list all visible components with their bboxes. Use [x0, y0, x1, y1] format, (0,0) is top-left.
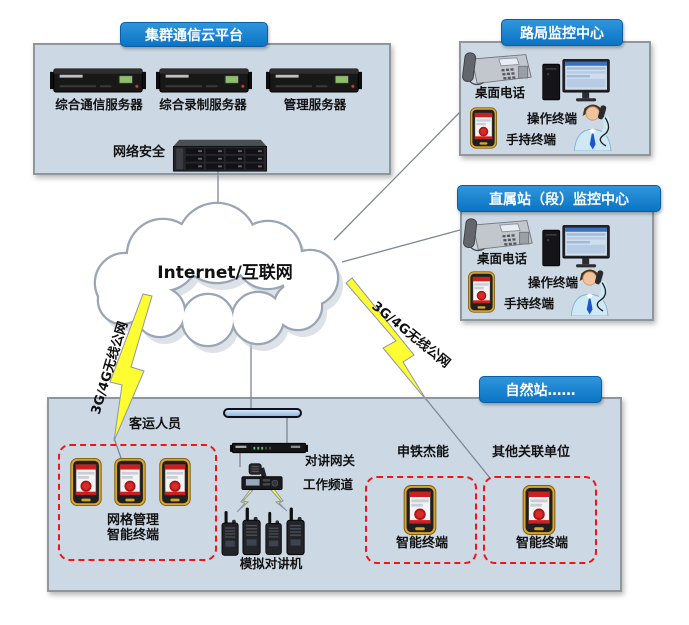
shentie-label: 申铁杰能 [396, 445, 449, 460]
analog-intercom-label: 模拟对讲机 [239, 556, 303, 571]
base-radio-icon [241, 463, 283, 492]
working-channel-label: 工作频道 [302, 477, 353, 492]
wireless-link-right-label: 3G/4G无线公网 [368, 298, 453, 372]
walkie-talkie-icon [221, 511, 240, 557]
intercom-gateway-label: 对讲网关 [304, 453, 355, 468]
bureau-handheld-terminal-icon [470, 107, 497, 149]
station-desk-phone-icon [462, 216, 534, 254]
grid-smart-terminal-icon [114, 458, 146, 506]
natural-station-header: 自然站…… [479, 376, 602, 403]
grid-smart-terminal-icon [159, 458, 191, 506]
grid-terminal-caption-line1: 网格管理 [106, 513, 159, 528]
bureau-desk-phone-label: 桌面电话 [474, 85, 525, 100]
other-units-terminal-dashed-group [483, 476, 597, 564]
station-handheld-terminal-icon [468, 271, 495, 313]
shentie-terminal-dashed-group [365, 476, 477, 564]
bureau-monitoring-header: 路局监控中心 [501, 19, 623, 46]
recording-server-label: 综合录制服务器 [159, 97, 247, 112]
grid-smart-terminal-icon [70, 458, 102, 506]
grid-terminal-caption-line2: 智能终端 [106, 527, 159, 543]
management-server-icon [266, 66, 362, 95]
grid-terminal-dashed-group [58, 444, 217, 561]
walkie-talkie-icon [242, 507, 262, 557]
cluster-cloud-platform-header: 集群通信云平台 [120, 22, 268, 47]
intercom-gateway-icon [230, 441, 308, 455]
station-section-monitoring-header: 直属站（段）监控中心 [457, 185, 661, 212]
other-units-smart-terminal-icon [522, 485, 556, 535]
grid-terminal-caption: 网格管理 智能终端 [73, 513, 193, 544]
station-operator-person-icon [562, 266, 614, 316]
comm-server-icon [50, 66, 146, 95]
network-security-label: 网络安全 [112, 145, 165, 160]
bureau-desk-phone-icon [461, 50, 533, 88]
security-appliance-icon [172, 135, 268, 173]
management-server-label: 管理服务器 [283, 97, 347, 112]
station-workstation-icon [538, 224, 614, 272]
station-desk-phone-label: 桌面电话 [476, 251, 527, 266]
other-units-terminal-label: 智能终端 [515, 536, 568, 551]
bureau-handheld-terminal-label: 手持终端 [505, 132, 556, 147]
other-units-label: 其他关联单位 [491, 445, 570, 460]
station-handheld-terminal-label: 手持终端 [503, 296, 554, 311]
shentie-terminal-label: 智能终端 [395, 536, 448, 551]
station-operator-terminal-label: 操作终端 [527, 275, 578, 290]
walkie-talkie-icon [286, 507, 306, 557]
bureau-operator-person-icon [565, 101, 617, 151]
walkie-talkie-icon [265, 511, 283, 557]
bureau-operator-terminal-label: 操作终端 [526, 111, 577, 126]
internet-cloud-label: Internet/互联网 [157, 263, 293, 283]
bureau-workstation-icon [538, 58, 614, 106]
passenger-staff-label: 客运人员 [128, 417, 181, 432]
comm-server-label: 综合通信服务器 [55, 97, 143, 112]
antenna-bar [223, 408, 302, 418]
recording-server-icon [156, 66, 252, 95]
shentie-smart-terminal-icon [403, 485, 437, 535]
